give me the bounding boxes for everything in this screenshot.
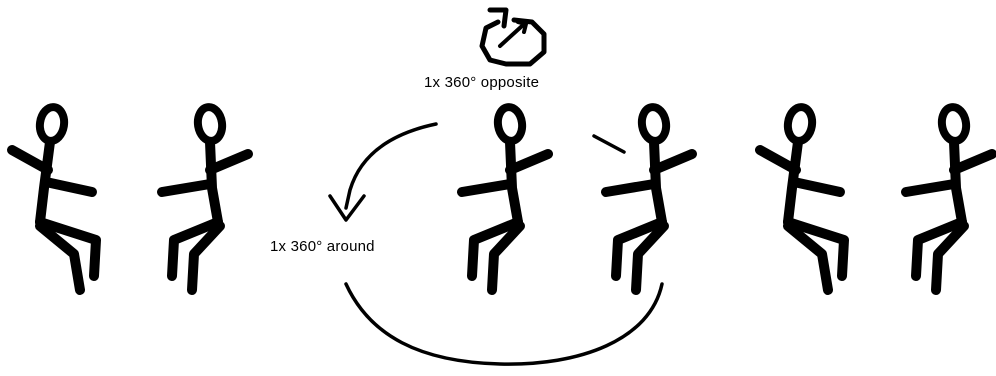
dancer-figure bbox=[462, 105, 548, 290]
rotate-icon bbox=[482, 10, 544, 64]
dancer-figure bbox=[760, 105, 844, 290]
motion-tick bbox=[594, 136, 624, 152]
around-path-arc bbox=[346, 284, 662, 364]
spin-around-label: 1x 360° around bbox=[270, 238, 375, 255]
spin-opposite-label: 1x 360° opposite bbox=[424, 74, 539, 91]
dancer-figure bbox=[906, 105, 992, 290]
dancer-figure bbox=[162, 105, 248, 290]
around-arrow bbox=[330, 124, 436, 220]
dancer-figure bbox=[606, 105, 692, 290]
dancer-figure bbox=[12, 105, 96, 290]
